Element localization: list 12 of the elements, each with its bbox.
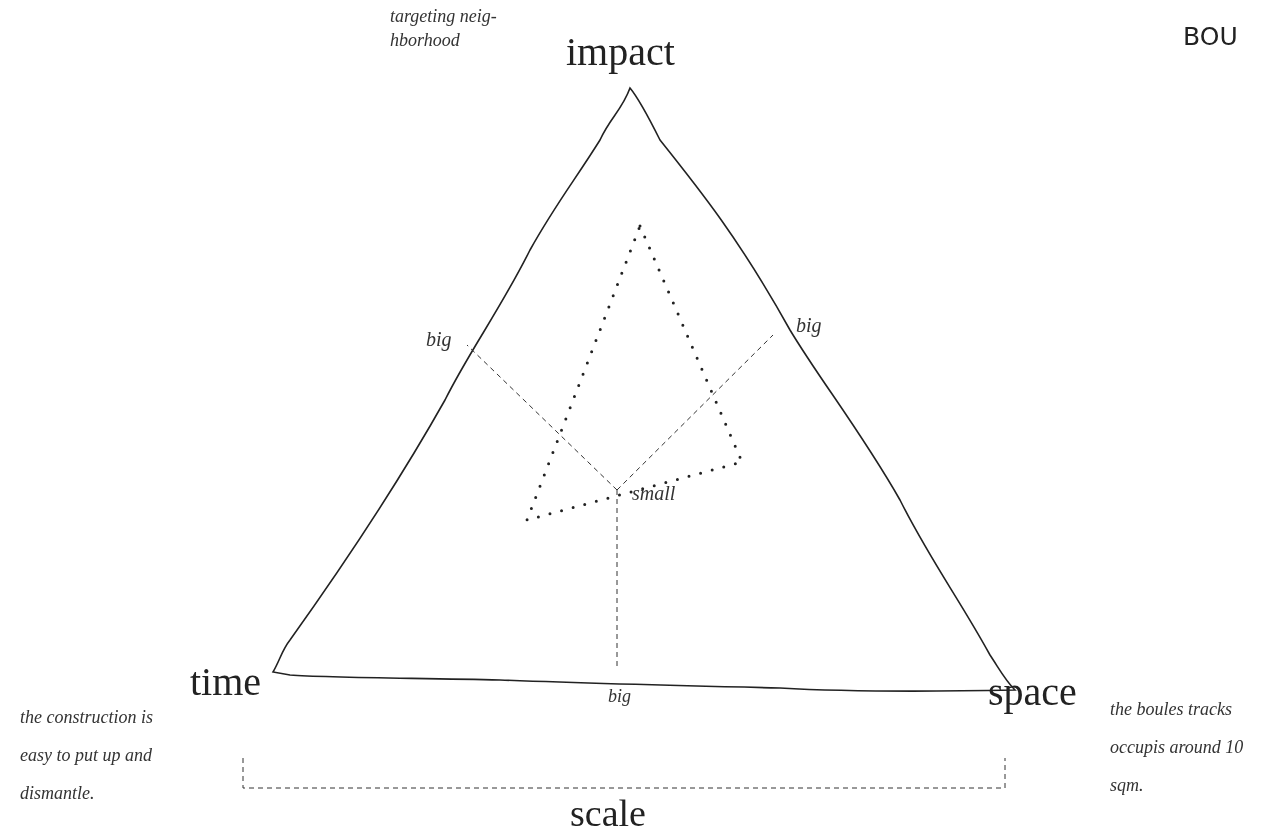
note-text: the boules tracks occupis around 10 sqm.	[1110, 698, 1245, 797]
scale-label: scale	[570, 793, 646, 833]
value-label: small	[632, 481, 676, 506]
axis-label: space	[988, 668, 1077, 716]
value-label: big	[608, 685, 631, 708]
note-text: the construction is easy to put up and dismantle.	[20, 706, 154, 805]
value-label: big	[796, 313, 822, 338]
axis-label: time	[190, 658, 262, 706]
value-label: big	[426, 327, 452, 352]
axis-label: impact	[566, 28, 675, 76]
note-text: targeting neig- hborhood	[390, 5, 498, 52]
title-text: BOU	[1183, 22, 1238, 51]
